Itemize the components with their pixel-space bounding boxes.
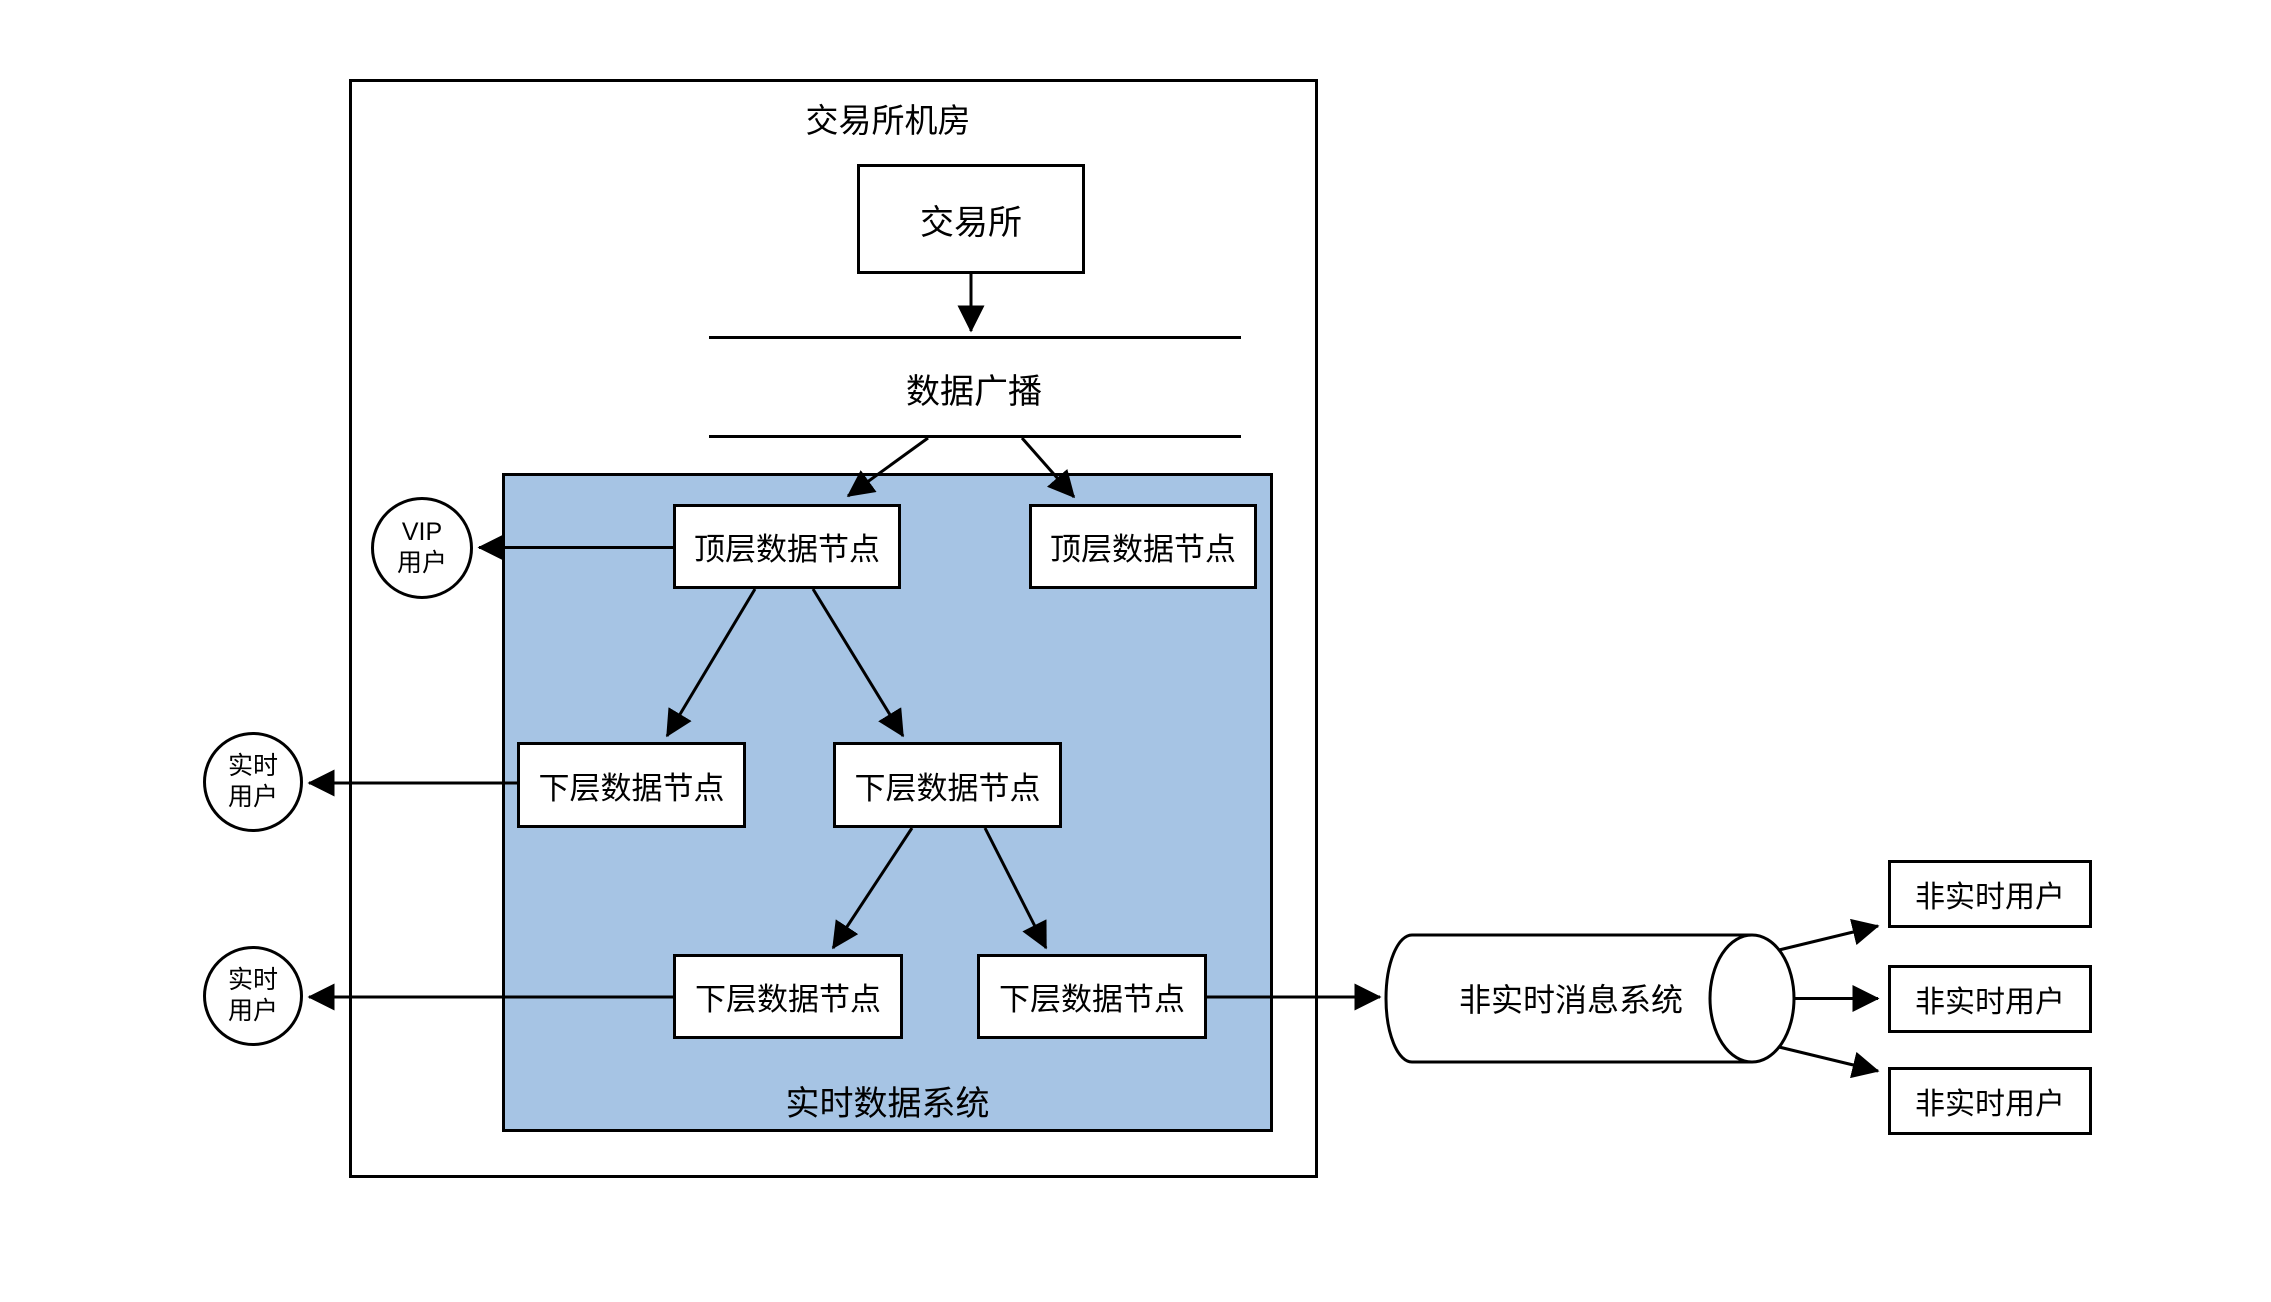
arrow-top1-to-lower1 bbox=[665, 588, 757, 738]
realtime-system-label: 实时数据系统 bbox=[785, 1084, 990, 1123]
arrow-system-to-nonrealtime1 bbox=[1778, 918, 1880, 952]
vip-user-line1: VIP bbox=[401, 518, 443, 546]
top-data-node-2: 顶层数据节点 bbox=[1029, 504, 1257, 589]
realtime-user-circle-1: 实时 用户 bbox=[203, 732, 303, 832]
arrow-top1-to-lower2 bbox=[811, 588, 905, 738]
non-realtime-user-box-1: 非实时用户 bbox=[1888, 860, 2092, 928]
message-system-cylinder-body bbox=[1384, 933, 1752, 1064]
lower-data-node-1: 下层数据节点 bbox=[517, 742, 746, 828]
arrow-lower2-to-lower4 bbox=[983, 827, 1048, 950]
arrow-broadcast-to-top2 bbox=[1020, 437, 1076, 499]
broadcast-label: 数据广播 bbox=[906, 372, 1042, 411]
arrow-system-to-nonrealtime3 bbox=[1778, 1045, 1880, 1079]
vip-user-circle: VIP 用户 bbox=[371, 497, 473, 599]
message-system-label: 非实时消息系统 bbox=[1458, 982, 1683, 1018]
exchange-room-title: 交易所机房 bbox=[805, 102, 971, 139]
lower-data-node-3: 下层数据节点 bbox=[673, 954, 903, 1039]
non-realtime-user-box-3: 非实时用户 bbox=[1888, 1067, 2092, 1135]
arrow-lower2-to-lower3 bbox=[831, 827, 914, 950]
lower-data-node-2: 下层数据节点 bbox=[833, 742, 1062, 828]
exchange-room-box bbox=[349, 79, 1318, 1178]
exchange-node: 交易所 bbox=[857, 164, 1085, 274]
realtime-user1-line2: 用户 bbox=[227, 783, 278, 811]
arrow-broadcast-to-top1 bbox=[846, 436, 929, 498]
realtime-user1-line1: 实时 bbox=[227, 752, 278, 780]
non-realtime-user-box-2: 非实时用户 bbox=[1888, 965, 2092, 1033]
realtime-user-circle-2: 实时 用户 bbox=[203, 946, 303, 1046]
vip-user-line2: 用户 bbox=[396, 549, 447, 577]
realtime-user2-line1: 实时 bbox=[227, 966, 278, 994]
lower-data-node-4: 下层数据节点 bbox=[977, 954, 1207, 1039]
top-data-node-1: 顶层数据节点 bbox=[673, 504, 901, 589]
realtime-user2-line2: 用户 bbox=[227, 997, 278, 1025]
